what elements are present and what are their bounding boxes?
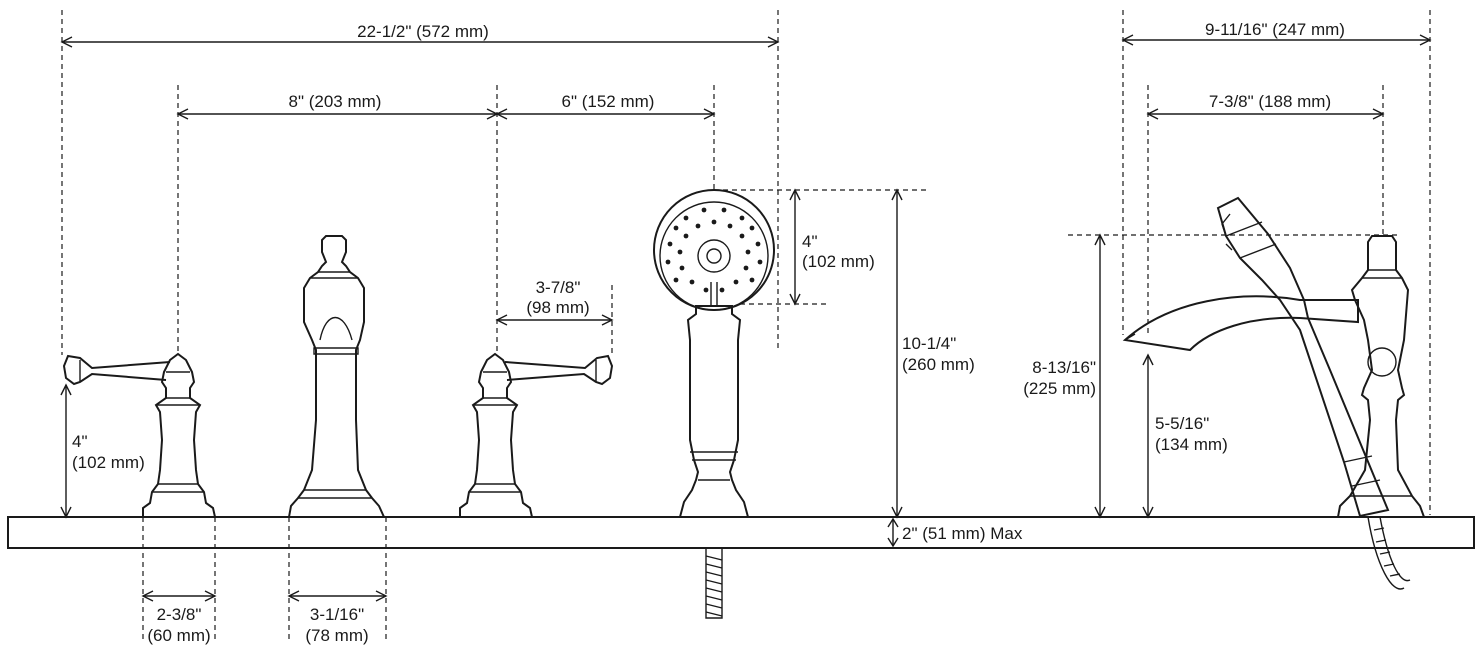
side-spout-height-label-in: 5-5/16" (1155, 414, 1210, 433)
handle-base-label-in: 2-3/8" (156, 605, 202, 624)
side-spout-height-label-mm: (134 mm) (1155, 435, 1228, 454)
spray-head-label-mm: (102 mm) (802, 252, 875, 271)
handle-to-spout-label: 8" (203 mm) (288, 92, 382, 111)
handle-height-label-mm: (102 mm) (72, 453, 145, 472)
deck-thickness-label: 2" (51 mm) Max (902, 524, 1023, 543)
spout-base-label-mm: (78 mm) (305, 626, 369, 645)
side-total-height-label-in: 8-13/16" (1032, 358, 1096, 377)
right-lever-handle (459, 352, 614, 518)
handle-height-label-in: 4" (72, 432, 88, 451)
dimension-lines (60, 34, 1432, 602)
extension-lines (61, 10, 1431, 640)
handle-reach-label-in: 3-7/8" (535, 278, 581, 297)
side-overall-depth-label: 9-11/16" (247 mm) (1205, 20, 1345, 39)
handle-base-label-mm: (60 mm) (147, 626, 211, 645)
spray-head-label-in: 4" (802, 232, 818, 251)
left-lever-handle (62, 352, 216, 518)
spout-base-label-in: 3-1/16" (309, 605, 365, 624)
side-total-height-label-mm: (225 mm) (1023, 379, 1096, 398)
handshower (653, 189, 775, 619)
side-view-faucet (1122, 196, 1425, 590)
deck-slab (7, 516, 1475, 549)
center-spout (288, 235, 385, 518)
handshower-height-label-mm: (260 mm) (902, 355, 975, 374)
overall-width-label: 22-1/2" (572 mm) (357, 22, 489, 41)
side-spout-reach-label: 7-3/8" (188 mm) (1208, 92, 1332, 111)
handshower-height-label-in: 10-1/4" (902, 334, 957, 353)
handle-to-handshower-label: 6" (152 mm) (561, 92, 655, 111)
handle-reach-label-mm: (98 mm) (526, 298, 590, 317)
